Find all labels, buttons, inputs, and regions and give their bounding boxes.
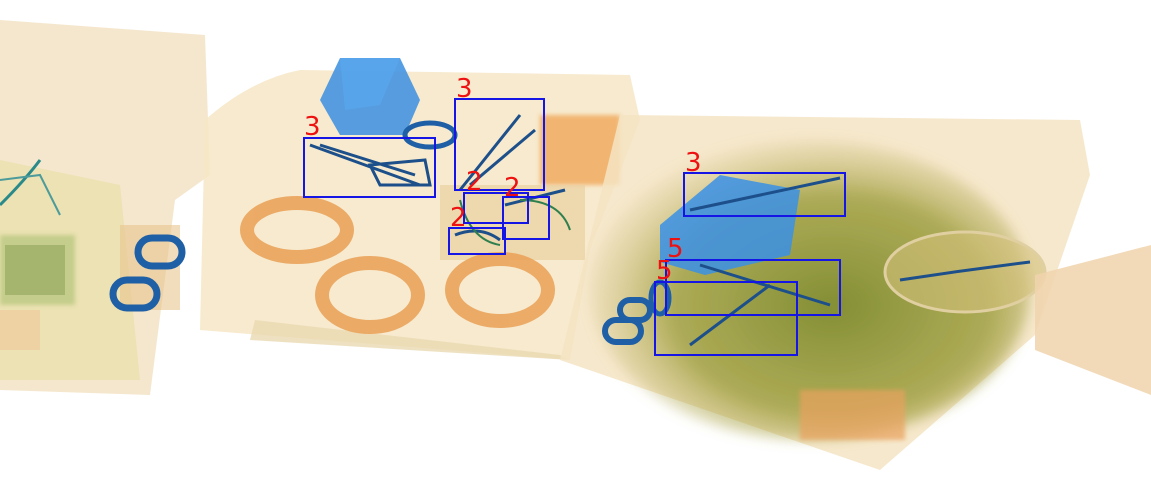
detection-label-2: 3 (456, 74, 473, 104)
middle-case (200, 58, 640, 360)
detection-label-5: 2 (450, 203, 467, 233)
right-case (560, 115, 1151, 470)
detection-label-4: 2 (504, 173, 521, 203)
left-case (0, 20, 210, 395)
detection-label-1: 3 (304, 112, 321, 142)
detection-label-7: 5 (667, 234, 684, 264)
detection-label-6: 3 (685, 148, 702, 178)
detection-label-3: 2 (466, 167, 483, 197)
detection-label-8: 5 (656, 256, 673, 286)
